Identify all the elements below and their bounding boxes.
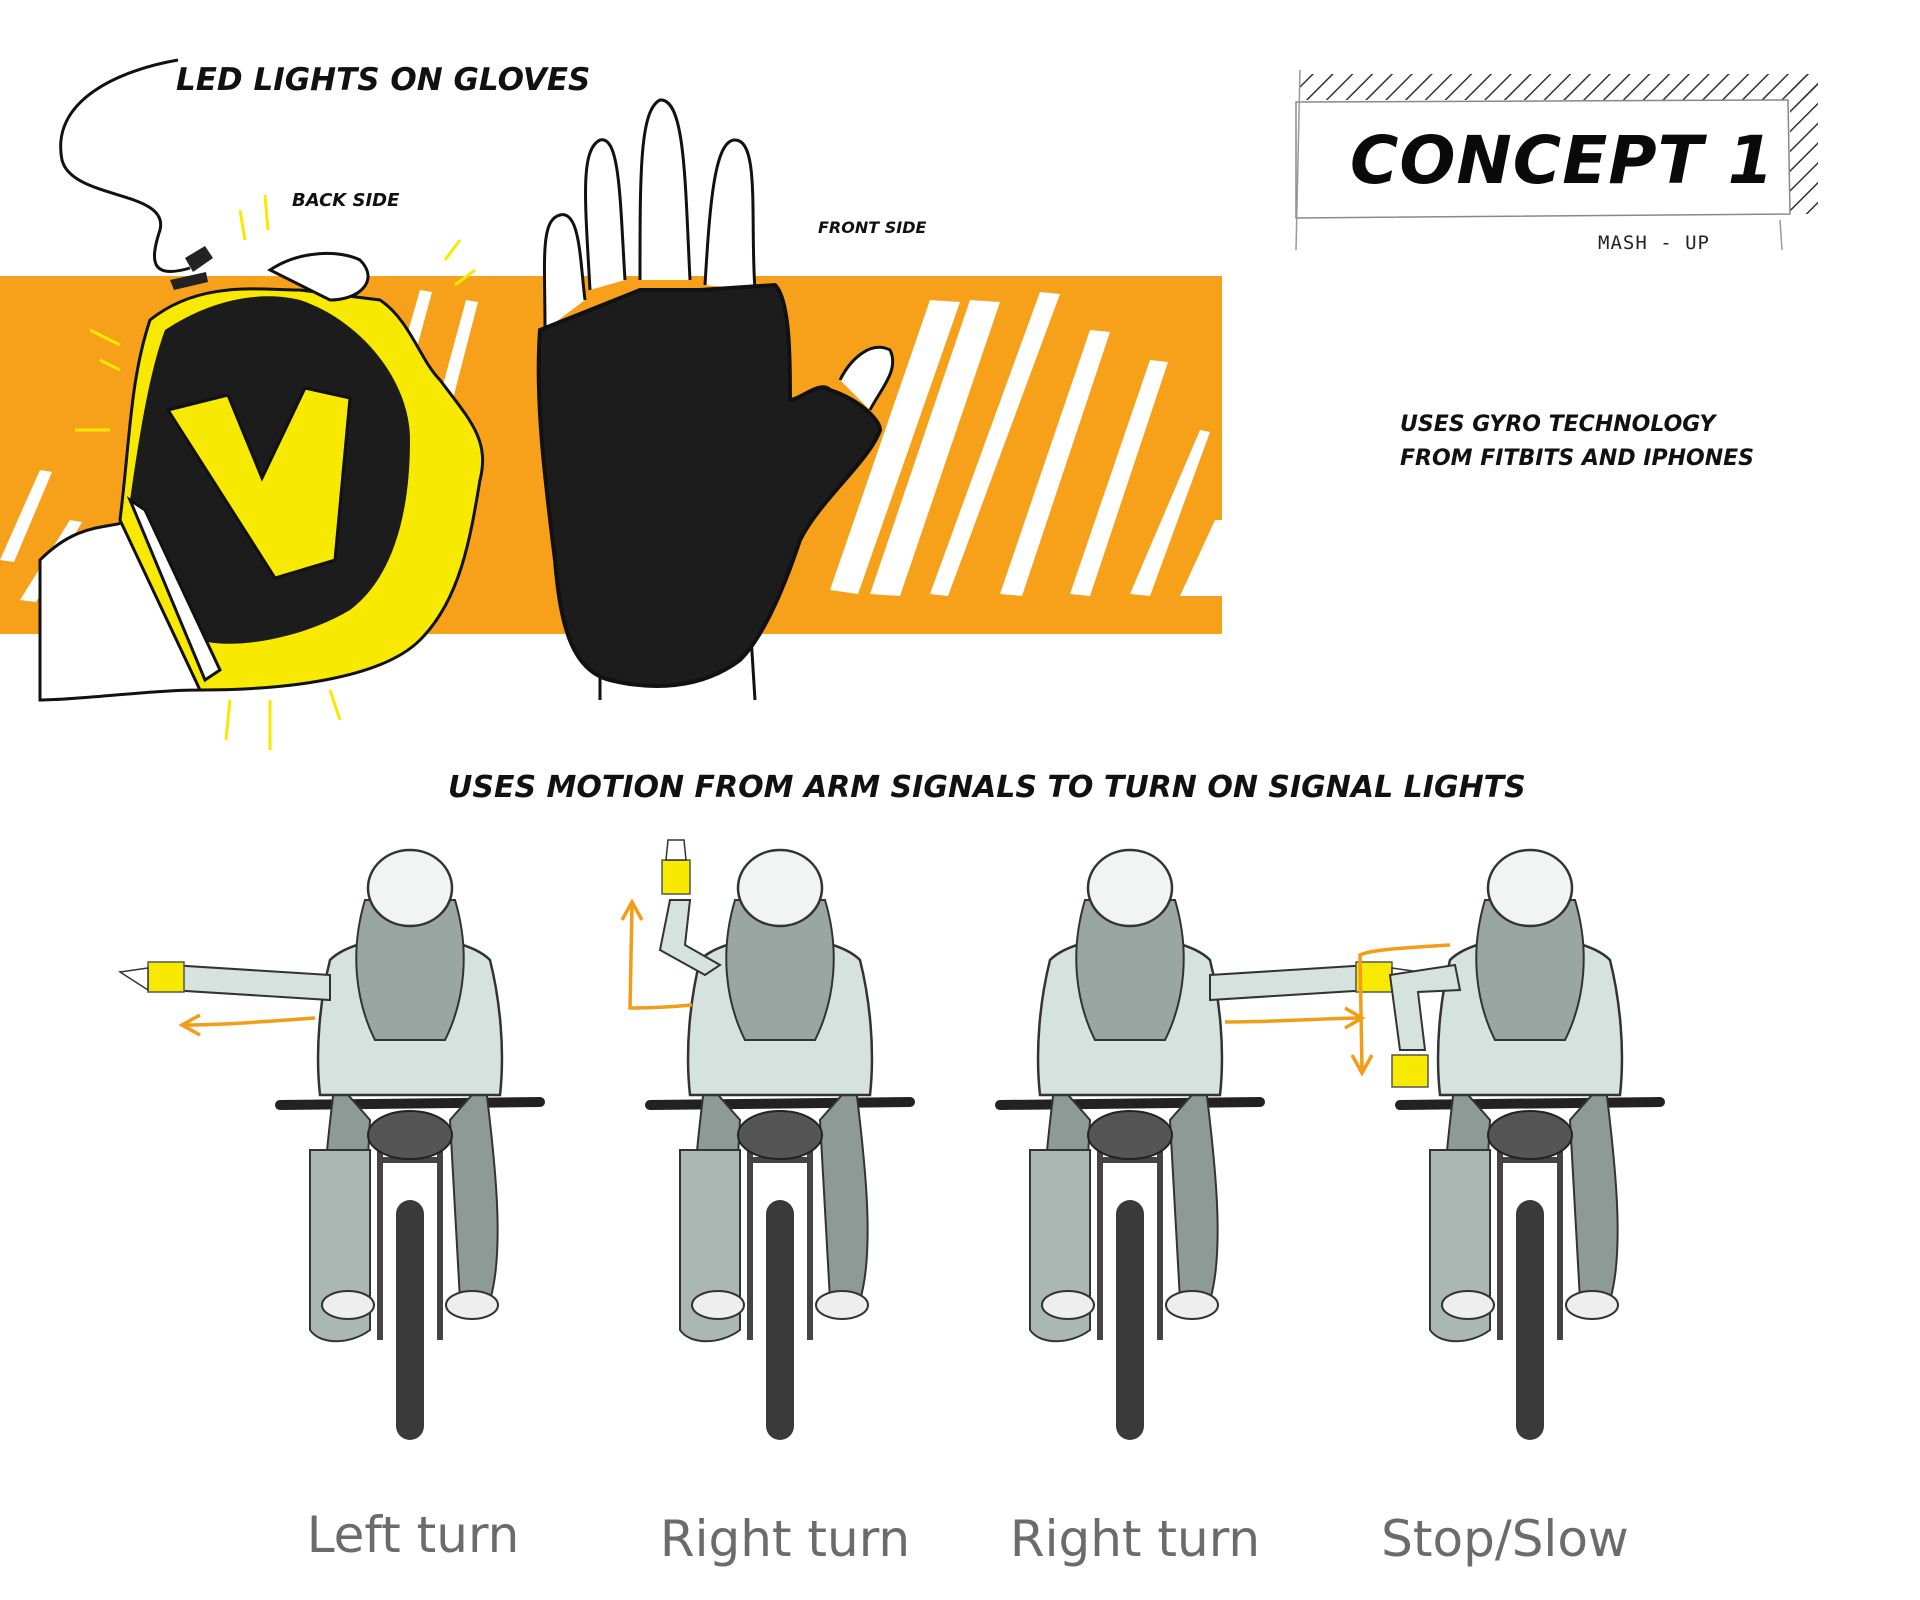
earbud-wire xyxy=(59,58,191,274)
back-glove xyxy=(38,194,485,750)
signal-caption-right-turn: Right turn xyxy=(1009,1510,1261,1568)
concept-box xyxy=(1295,69,1818,251)
front-side-label: FRONT SIDE xyxy=(818,218,927,237)
gyro-note: USES GYRO TECHNOLOGY FROM FITBITS AND IP… xyxy=(1400,408,1754,476)
led-gloves-title: LED LIGHTS ON GLOVES xyxy=(176,62,591,98)
gyro-note-line1: USES GYRO TECHNOLOGY xyxy=(1400,412,1716,437)
cyclist-right-turn-raised xyxy=(620,839,915,1440)
cyclist-right-turn xyxy=(995,848,1423,1440)
motion-note: USES MOTION FROM ARM SIGNALS TO TURN ON … xyxy=(448,770,1526,805)
signal-caption-left-turn: Left turn xyxy=(306,1506,520,1564)
concept-title: CONCEPT 1 xyxy=(1350,122,1775,199)
back-side-label: BACK SIDE xyxy=(292,190,400,211)
cyclist-left-turn xyxy=(117,848,545,1440)
signal-caption-right-turn-raised: Right turn xyxy=(659,1510,911,1568)
signal-caption-stop-slow: Stop/Slow xyxy=(1381,1510,1629,1568)
gyro-note-line2: FROM FITBITS AND IPHONES xyxy=(1400,446,1754,471)
cyclist-stop-slow xyxy=(1350,848,1665,1440)
front-glove xyxy=(536,98,895,701)
concept-subtitle: MASH - UP xyxy=(1598,232,1710,254)
